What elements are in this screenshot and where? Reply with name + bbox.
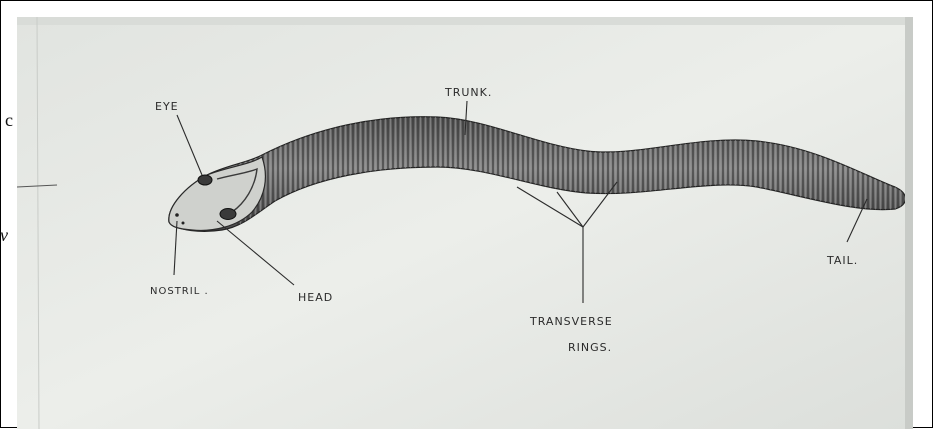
label-tail: TAIL. — [827, 254, 858, 267]
label-head: HEAD — [298, 291, 333, 304]
cropped-text-left-top: c — [5, 110, 13, 131]
paper-background — [17, 17, 913, 429]
eye-mark-upper — [198, 175, 212, 185]
cropped-text-left-bottom: v — [0, 225, 8, 246]
label-eye: EYE — [155, 100, 179, 113]
label-rings: RINGS. — [568, 341, 612, 354]
worm-drawing-photo — [17, 17, 913, 429]
nostril-mark — [175, 213, 179, 217]
eye-mark-lower — [220, 209, 236, 220]
label-trunk: TRUNK. — [445, 86, 492, 99]
label-transverse: TRANSVERSE — [530, 315, 613, 328]
label-nostril: NOSTRIL . — [150, 286, 209, 297]
